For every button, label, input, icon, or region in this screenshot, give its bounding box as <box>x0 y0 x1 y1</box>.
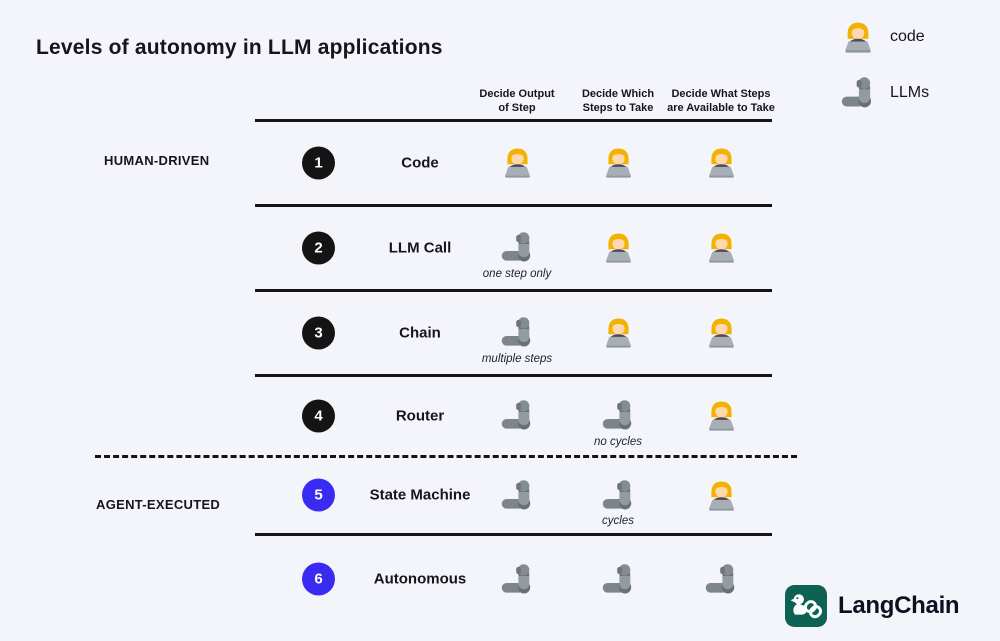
woman-technologist-icon <box>704 398 739 433</box>
mechanical-arm-icon <box>500 398 535 433</box>
cell-annotation: cycles <box>602 515 634 527</box>
table-cell <box>666 315 776 351</box>
legend: code LLMs <box>840 14 990 126</box>
woman-technologist-icon <box>500 145 535 180</box>
row-divider-line <box>255 289 772 292</box>
cell-annotation: one step only <box>482 267 552 280</box>
table-cell <box>462 477 572 513</box>
row-label: LLM Call <box>388 239 452 256</box>
table-cell <box>563 315 673 351</box>
row-divider-line <box>255 374 772 377</box>
table-cell <box>666 230 776 266</box>
legend-label: code <box>890 28 925 45</box>
woman-technologist-icon <box>601 315 636 350</box>
legend-item-code: code <box>840 14 990 60</box>
row-divider-line <box>255 119 772 122</box>
mechanical-arm-icon <box>500 230 535 265</box>
table-cell <box>666 561 776 597</box>
table-cell <box>462 398 572 434</box>
column-header-decide-available-steps: Decide What Steps are Available to Take <box>667 88 775 114</box>
table-cell: cycles <box>563 477 673 527</box>
woman-technologist-icon <box>704 230 739 265</box>
table-cell <box>666 477 776 513</box>
table-row: 5 State Machine cycles <box>255 456 772 534</box>
mechanical-arm-icon <box>704 562 739 597</box>
table-row: 2 LLM Call one step only <box>255 205 772 290</box>
row-number-badge: 4 <box>302 399 335 432</box>
woman-technologist-icon <box>601 145 636 180</box>
woman-technologist-icon <box>704 478 739 513</box>
table-cell: one step only <box>462 230 572 280</box>
page-title: Levels of autonomy in LLM applications <box>36 36 443 59</box>
group-divider-dashed-line <box>95 455 797 458</box>
table-cell <box>462 561 572 597</box>
cell-annotation: no cycles <box>594 435 642 448</box>
row-label: State Machine <box>369 486 471 504</box>
table-row: 6 Autonomous <box>255 534 772 624</box>
row-label: Router <box>395 407 445 424</box>
mechanical-arm-icon <box>601 398 636 433</box>
group-label-agent-executed: AGENT-EXECUTED <box>96 497 221 512</box>
legend-item-llms: LLMs <box>840 70 990 116</box>
mechanical-arm-icon <box>601 478 636 513</box>
table-row: 4 Router no cycles <box>255 375 772 456</box>
table-cell <box>462 145 572 181</box>
row-number-badge: 2 <box>302 231 335 264</box>
table-cell <box>563 145 673 181</box>
mechanical-arm-icon <box>601 562 636 597</box>
table-cell <box>563 230 673 266</box>
woman-technologist-icon <box>840 19 876 55</box>
row-number-badge: 1 <box>302 146 335 179</box>
woman-technologist-icon <box>704 145 739 180</box>
row-divider-line <box>255 533 772 536</box>
table-cell: multiple steps <box>462 315 572 365</box>
woman-technologist-icon <box>601 230 636 265</box>
langchain-parrot-link-icon <box>785 585 827 627</box>
table-row: 1 Code <box>255 120 772 205</box>
row-number-badge: 6 <box>302 562 335 596</box>
column-header-decide-which-steps: Decide Which Steps to Take <box>581 88 655 114</box>
woman-technologist-icon <box>704 315 739 350</box>
column-header-decide-output: Decide Output of Step <box>479 88 555 114</box>
row-number-badge: 5 <box>302 478 335 512</box>
table-cell <box>666 398 776 434</box>
row-label: Autonomous <box>373 570 467 588</box>
legend-label: LLMs <box>890 84 930 101</box>
row-label: Code <box>401 154 439 171</box>
row-divider-line <box>255 204 772 207</box>
mechanical-arm-icon <box>500 478 535 513</box>
cell-annotation: multiple steps <box>481 352 553 365</box>
table-cell <box>666 145 776 181</box>
mechanical-arm-icon <box>500 562 535 597</box>
table-row: 3 Chain multiple steps <box>255 290 772 375</box>
row-label: Chain <box>399 324 441 341</box>
langchain-logo: LangChain <box>785 585 960 627</box>
group-label-human-driven: HUMAN-DRIVEN <box>104 153 210 168</box>
table-cell <box>563 561 673 597</box>
mechanical-arm-icon <box>840 75 876 111</box>
mechanical-arm-icon <box>500 315 535 350</box>
row-number-badge: 3 <box>302 316 335 349</box>
langchain-wordmark: LangChain <box>838 592 960 619</box>
table-cell: no cycles <box>563 398 673 448</box>
